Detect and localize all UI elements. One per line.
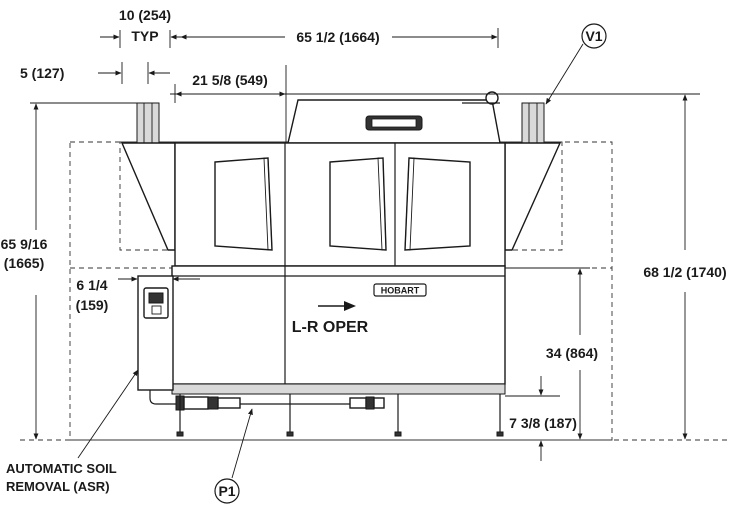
asr-offset-label-1: 6 1/4 [76, 277, 107, 293]
p1-callout-circle [214, 478, 240, 504]
direction-arrow-icon [344, 301, 356, 311]
hood-width-label: 21 5/8 (549) [192, 72, 268, 88]
offset-small-label: 5 (127) [20, 65, 64, 81]
vent-stack-left [136, 102, 160, 144]
right-side-table [504, 142, 562, 251]
plumbing-and-legs [175, 394, 504, 437]
v1-callout-label: V1 [585, 28, 602, 44]
asr-note-label-2: REMOVAL (ASR) [6, 479, 110, 494]
left-side-table [120, 142, 176, 251]
top-hood [287, 91, 501, 144]
direction-label: L-R OPER [292, 319, 369, 336]
p1-callout-label: P1 [218, 483, 235, 499]
table-height-label: 34 (864) [546, 345, 598, 361]
brand-text: HOBART [381, 286, 420, 296]
typ-width-label: 10 (254) [119, 7, 171, 23]
v1-callout-circle [581, 23, 607, 49]
door-window-1 [214, 157, 273, 251]
asr-note-label-1: AUTOMATIC SOIL [6, 461, 117, 476]
dimension-labels: 10 (254) TYP 65 1/2 (1664) V1 5 (127) 21… [1, 7, 727, 499]
left-height-label-2: (1665) [4, 255, 44, 271]
total-height-label: 68 1/2 (1740) [643, 264, 726, 280]
door-window-2 [329, 157, 387, 251]
foot-height-label: 7 3/8 (187) [509, 415, 577, 431]
door-window-3 [404, 157, 471, 251]
dimension-lines [30, 28, 688, 479]
upper-body [174, 142, 506, 267]
overall-width-label: 65 1/2 (1664) [296, 29, 379, 45]
asr-unit [137, 275, 178, 405]
lower-cabinet: HOBART [171, 265, 506, 395]
brand-badge: HOBART [373, 283, 427, 297]
vent-fan [485, 91, 499, 105]
typ-label: TYP [131, 28, 158, 44]
asr-offset-label-2: (159) [76, 297, 109, 313]
left-height-label-1: 65 9/16 [1, 236, 48, 252]
vent-stack-right [521, 102, 545, 144]
